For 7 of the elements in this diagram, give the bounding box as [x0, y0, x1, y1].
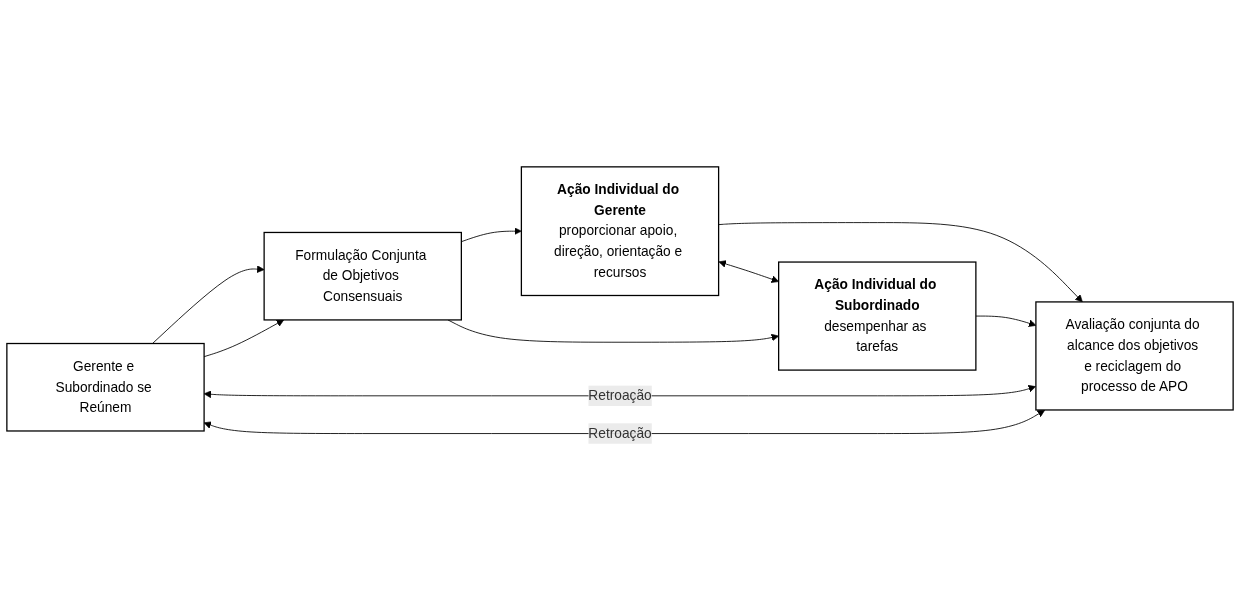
node-box: Avaliação conjunta do alcance dos objetivos e reciclagem do processo de APO [1035, 300, 1234, 411]
edge-label: Retroação [588, 425, 652, 441]
node-box: Gerente e Subordinado se Reúnem [6, 342, 205, 432]
node-box: Ação Individual do Gerente proporcionar apoio, direção, orientação e recursos [520, 165, 720, 296]
node-box: Ação Individual do Subordinado desempenhar as tarefas [778, 261, 977, 371]
edge-label: Retroação [588, 387, 652, 403]
node-box: Formulação Conjunta de Objetivos Consensuais [263, 231, 462, 321]
